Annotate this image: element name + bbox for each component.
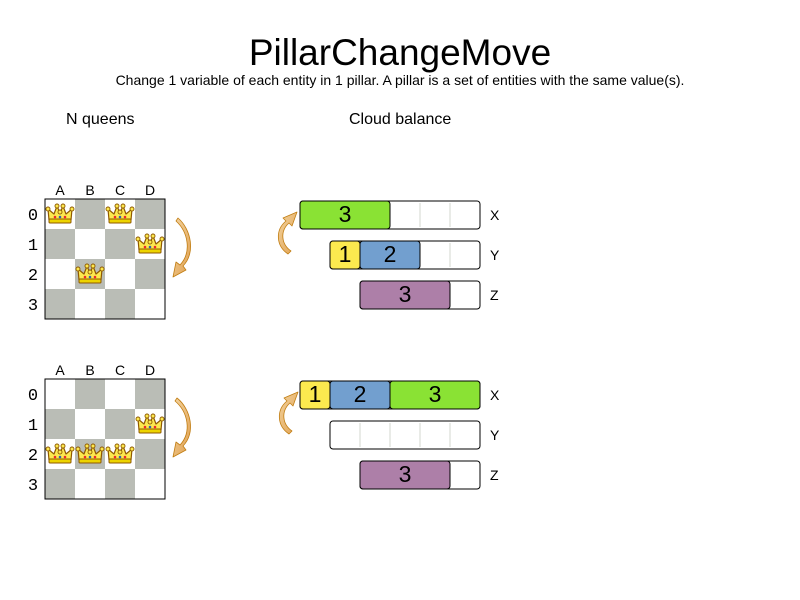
computer-name-label: Y (490, 427, 500, 443)
computer-name-label: Z (490, 467, 499, 483)
section-label-n-queens: N queens (66, 111, 135, 128)
row-label: 3 (28, 477, 38, 496)
dark-square (45, 469, 75, 499)
dark-square (105, 469, 135, 499)
column-label: C (115, 362, 125, 378)
light-square (75, 469, 105, 499)
light-square (45, 379, 75, 409)
dark-square (105, 409, 135, 439)
row-label: 1 (28, 237, 38, 256)
row-label: 2 (28, 447, 38, 466)
computer-capacity-bar (329, 420, 481, 450)
queen-crown-icon (45, 443, 75, 464)
dark-square (75, 199, 105, 229)
column-label: C (115, 182, 125, 198)
light-square (75, 409, 105, 439)
dark-square (45, 229, 75, 259)
dark-square (105, 229, 135, 259)
light-square (105, 379, 135, 409)
column-label: A (55, 362, 65, 378)
row-label: 1 (28, 417, 38, 436)
process-block: 1 (329, 240, 361, 270)
curved-arrow-icon (278, 391, 299, 435)
computer-y: 1 2 Y (329, 240, 500, 270)
process-size-label: 3 (399, 461, 412, 487)
curved-arrow-icon (172, 397, 191, 458)
curved-arrow-icon (277, 211, 298, 255)
column-label: D (145, 362, 155, 378)
page-subtitle: Change 1 variable of each entity in 1 pi… (115, 72, 685, 88)
computer-name-label: Z (490, 287, 499, 303)
light-square (45, 259, 75, 289)
dark-square (135, 199, 165, 229)
queen-crown-icon (135, 233, 165, 254)
queen-crown-icon (105, 443, 135, 464)
process-block: 3 (389, 380, 481, 410)
process-size-label: 2 (384, 241, 397, 267)
curved-arrow-icon (172, 217, 191, 278)
page-title: PillarChangeMove (248, 32, 552, 73)
queen-crown-icon (45, 203, 75, 224)
process-size-label: 1 (309, 381, 322, 407)
queen-crown-icon (75, 263, 105, 284)
chess-board-1: A B C D 0 1 2 3 (28, 182, 166, 320)
dark-square (45, 409, 75, 439)
light-square (75, 229, 105, 259)
computer-x: 1 2 3 X (299, 380, 500, 410)
dark-square (75, 379, 105, 409)
row-label: 3 (28, 297, 38, 316)
chess-board-2: A B C D 0 1 2 3 (28, 362, 166, 500)
computer-name-label: Y (490, 247, 500, 263)
column-label: A (55, 182, 65, 198)
computer-name-label: X (490, 387, 500, 403)
light-square (135, 469, 165, 499)
dark-square (135, 439, 165, 469)
row-label: 0 (28, 207, 38, 226)
process-block: 3 (299, 200, 391, 230)
light-square (105, 259, 135, 289)
process-size-label: 3 (429, 381, 442, 407)
dark-square (135, 379, 165, 409)
process-size-label: 3 (339, 201, 352, 227)
row-label: 2 (28, 267, 38, 286)
queen-crown-icon (75, 443, 105, 464)
column-label: D (145, 182, 155, 198)
dark-square (105, 289, 135, 319)
column-label: B (85, 362, 94, 378)
row-label: 0 (28, 387, 38, 406)
section-label-cloud-balance: Cloud balance (349, 111, 452, 128)
process-block: 2 (359, 240, 421, 270)
computer-y: Y (329, 420, 500, 450)
dark-square (45, 289, 75, 319)
process-block: 1 (299, 380, 331, 410)
board-border (44, 378, 166, 500)
process-size-label: 3 (399, 281, 412, 307)
process-block: 3 (359, 460, 451, 490)
process-size-label: 2 (354, 381, 367, 407)
board-border (44, 198, 166, 320)
process-size-label: 1 (339, 241, 352, 267)
light-square (75, 289, 105, 319)
dark-square (135, 259, 165, 289)
queen-crown-icon (135, 413, 165, 434)
process-block: 2 (329, 380, 391, 410)
column-label: B (85, 182, 94, 198)
light-square (135, 289, 165, 319)
queen-crown-icon (105, 203, 135, 224)
process-block: 3 (359, 280, 451, 310)
computer-name-label: X (490, 207, 500, 223)
